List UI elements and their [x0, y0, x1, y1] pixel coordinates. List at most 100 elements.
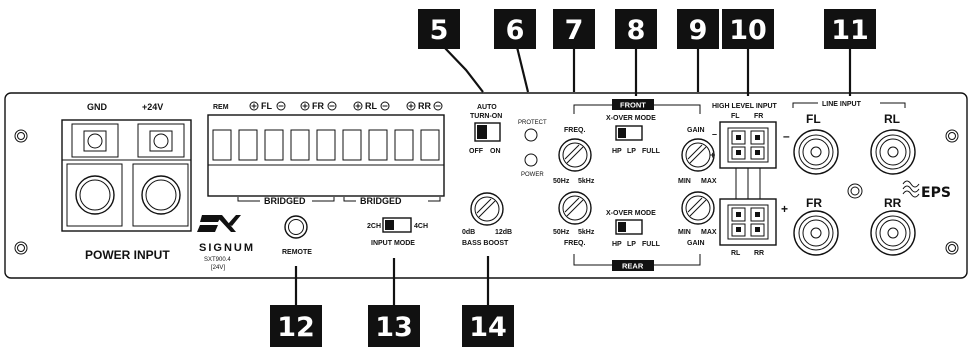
hl-fl-label: FL — [731, 113, 740, 120]
leader-5 — [443, 46, 484, 93]
input-mode-switch — [382, 217, 412, 233]
gnd-label: GND — [87, 102, 108, 112]
bridged-bracket-1 — [237, 197, 335, 202]
plus24v-label: +24V — [142, 102, 163, 112]
power-terminal-block — [61, 119, 192, 232]
callout-10: 10 — [729, 15, 767, 46]
input-mode-4ch: 4CH — [414, 223, 428, 230]
speaker-fl-label: FL — [249, 101, 286, 111]
callout-9: 9 — [689, 15, 708, 46]
callout-box-10 — [722, 9, 774, 49]
brand-model: SXT900.4 — [204, 257, 231, 263]
corner-screw-tr — [945, 129, 959, 143]
power-led — [524, 153, 538, 167]
power-input-label: POWER INPUT — [85, 248, 170, 262]
callout-box-14 — [462, 305, 514, 347]
freq-rear-max: 5kHz — [578, 229, 595, 236]
callout-box-9 — [677, 9, 719, 49]
callout-7: 7 — [565, 15, 584, 46]
callout-box-13 — [368, 305, 420, 347]
freq-rear-knob — [558, 191, 592, 225]
gain-rear-min: MIN — [678, 229, 691, 236]
hl-rr-label: RR — [754, 250, 764, 257]
gain-front-max: MAX — [701, 178, 717, 185]
freq-rear-label: FREQ. — [564, 240, 585, 247]
brand-eps: EPS — [921, 185, 951, 201]
li-rr-label: RR — [884, 196, 902, 210]
bass-boost-min: 0dB — [462, 229, 475, 236]
bridged-bracket-2 — [343, 197, 441, 202]
callout-11: 11 — [831, 15, 869, 46]
front-panel — [4, 92, 968, 279]
svg-text:FL: FL — [261, 101, 272, 111]
auto-turn-on-off: OFF — [469, 148, 484, 155]
gain-rear-max: MAX — [701, 229, 717, 236]
brand-voltage: [24V] — [211, 265, 225, 271]
high-level-input-label: HIGH LEVEL INPUT — [712, 103, 778, 110]
xover-front-label: X-OVER MODE — [606, 115, 656, 122]
xover-front-full: FULL — [642, 148, 661, 155]
svg-text:RR: RR — [418, 101, 431, 111]
line-input-label: LINE INPUT — [822, 101, 862, 108]
bass-boost-knob — [470, 192, 504, 226]
callout-box-8 — [615, 9, 657, 49]
freq-front-label: FREQ. — [564, 127, 585, 134]
high-level-connector-rear — [719, 198, 777, 246]
rca-center-screw — [847, 183, 863, 199]
rca-rr — [870, 210, 916, 256]
bass-boost-max: 12dB — [495, 229, 512, 236]
hl-rl-label: RL — [731, 250, 741, 257]
xover-rear-switch — [615, 219, 643, 235]
bridged-label-1: BRIDGED — [264, 196, 306, 206]
callout-box-5 — [418, 9, 460, 49]
speaker-rr-label: RR — [406, 101, 443, 111]
esx-logo — [197, 215, 241, 232]
line-input-bracket — [792, 102, 906, 108]
gain-front-label: GAIN — [687, 127, 705, 134]
eps-logo-icon — [902, 180, 920, 198]
front-section-bracket — [573, 99, 701, 114]
callout-13: 13 — [375, 312, 413, 343]
leader-6 — [515, 46, 530, 93]
bass-boost-label: BASS BOOST — [462, 240, 509, 247]
gain-front-knob — [681, 138, 715, 172]
xover-front-hp: HP — [612, 148, 622, 155]
power-led-label: POWER — [521, 172, 544, 178]
freq-rear-min: 50Hz — [553, 229, 570, 236]
auto-turn-on-label-1: AUTO — [477, 104, 497, 111]
rem-label: REM — [213, 104, 229, 111]
xover-front-lp: LP — [627, 148, 636, 155]
front-label: FRONT — [620, 101, 646, 110]
hl-minus: – — [712, 129, 717, 139]
corner-screw-br — [945, 241, 959, 255]
high-level-connector-front — [719, 121, 777, 169]
auto-turn-on-on: ON — [490, 148, 501, 155]
li-rl-label: RL — [884, 112, 900, 126]
gain-rear-knob — [681, 191, 715, 225]
callout-box-7 — [553, 9, 595, 49]
auto-turn-on-switch — [474, 122, 501, 142]
corner-screw-bl — [14, 241, 28, 255]
li-fl-label: FL — [806, 112, 821, 126]
svg-text:FR: FR — [312, 101, 324, 111]
gain-rear-label: GAIN — [687, 240, 705, 247]
rca-fl — [793, 129, 839, 175]
hl-plus: + — [710, 150, 715, 160]
input-mode-2ch: 2CH — [367, 223, 381, 230]
input-mode-label: INPUT MODE — [371, 240, 415, 247]
li-minus: – — [783, 129, 790, 143]
callout-8: 8 — [627, 15, 646, 46]
freq-front-min: 50Hz — [553, 178, 570, 185]
callout-14: 14 — [469, 312, 507, 343]
remote-jack — [284, 215, 308, 239]
xover-rear-lp: LP — [627, 241, 636, 248]
svg-text:RL: RL — [365, 101, 377, 111]
gain-front-min: MIN — [678, 178, 691, 185]
speaker-fr-label: FR — [300, 101, 337, 111]
speaker-terminal-strip — [207, 114, 445, 197]
hl-fr-label: FR — [754, 113, 763, 120]
callout-box-12 — [270, 305, 322, 347]
xover-rear-hp: HP — [612, 241, 622, 248]
callout-box-11 — [824, 9, 876, 49]
